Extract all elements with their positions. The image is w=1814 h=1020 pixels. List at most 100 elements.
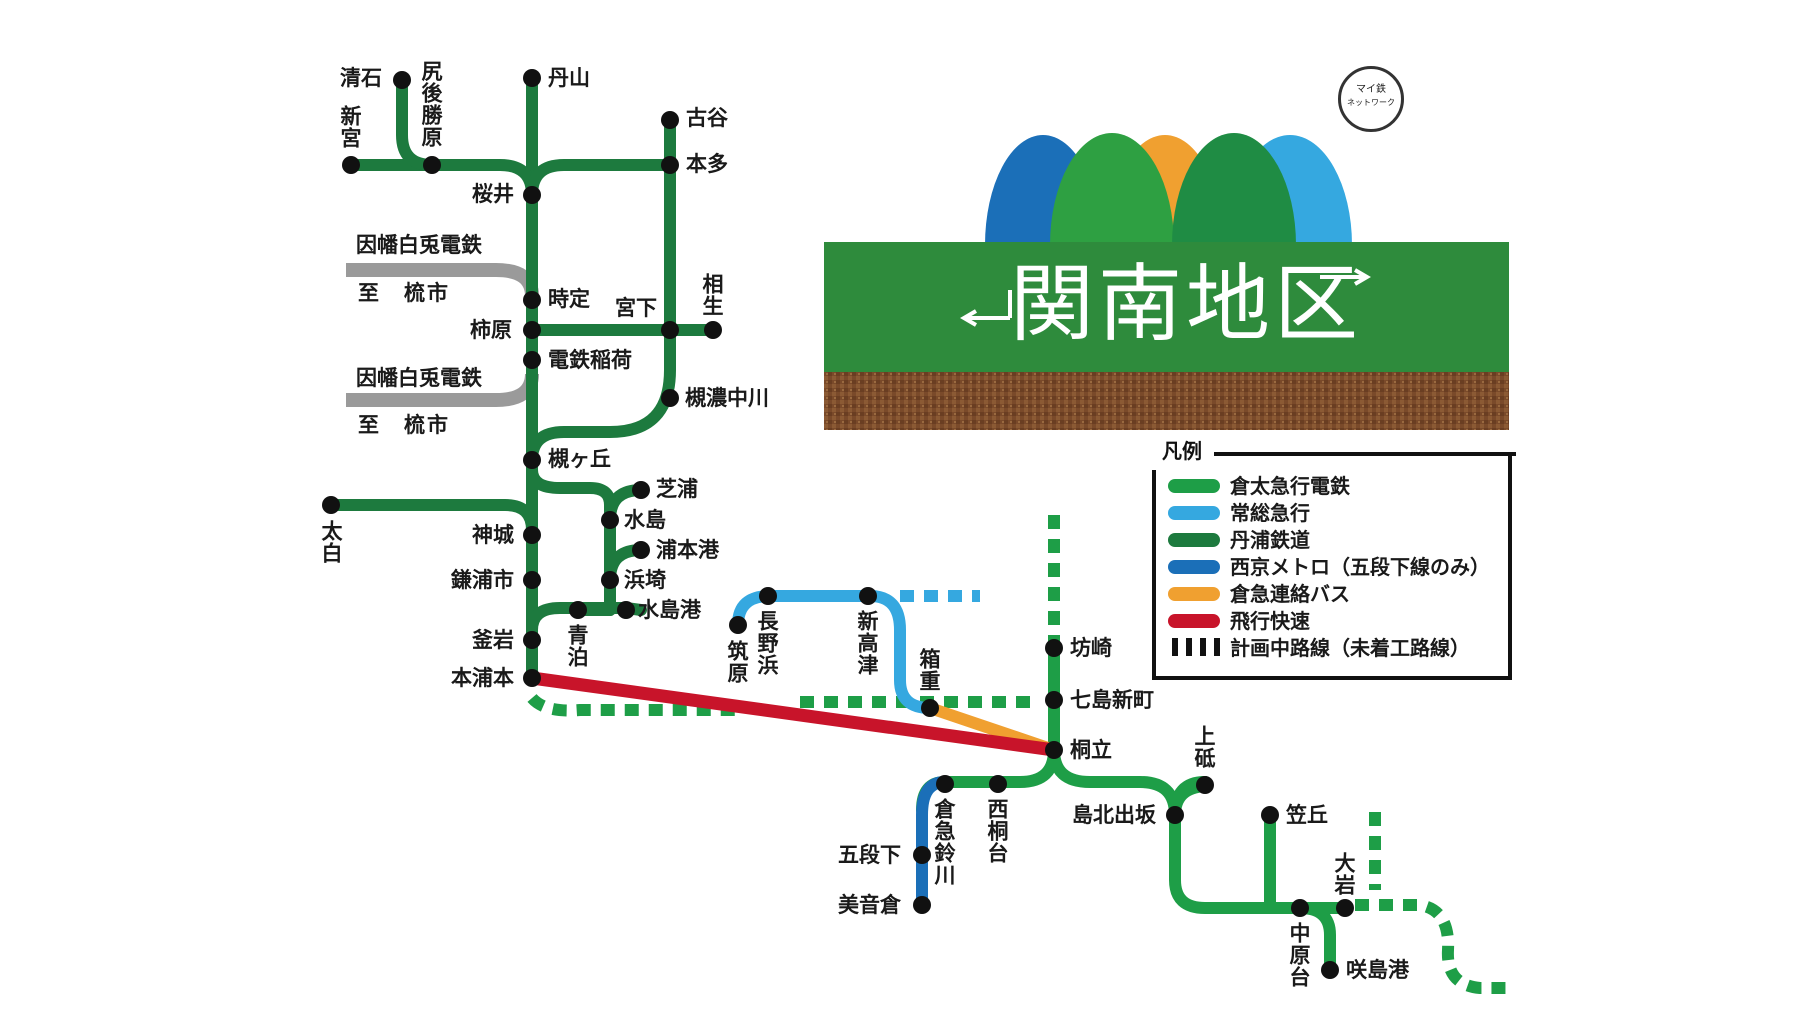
legend-frame — [1152, 454, 1512, 680]
legend-swatch — [1168, 533, 1220, 547]
station-label: 青泊 — [565, 624, 589, 668]
station-label: 桜井 — [472, 182, 514, 206]
legend-item: 飛行快速 — [1168, 609, 1488, 633]
station-label: 鎌浦市 — [451, 568, 514, 592]
station-kamauraichi[interactable] — [523, 571, 541, 589]
legend-item: 西京メトロ（五段下線のみ） — [1168, 555, 1490, 579]
station-chikuhara[interactable] — [729, 616, 747, 634]
station-aodomari[interactable] — [569, 601, 587, 619]
station-kiritate[interactable] — [1045, 741, 1063, 759]
station-mine-kura[interactable] — [913, 896, 931, 914]
line-joso — [732, 590, 936, 714]
station-label: 清石 — [340, 66, 382, 90]
station-label: 水島港 — [638, 598, 701, 622]
legend-swatch — [1168, 479, 1220, 493]
station-label: 上砥 — [1192, 725, 1216, 769]
legend-dash — [1200, 638, 1206, 656]
station-label: 神城 — [472, 523, 514, 547]
external-line-destination: 至 梳市 — [358, 281, 450, 305]
station-kiyoishi[interactable] — [393, 71, 411, 89]
legend-dash — [1172, 638, 1178, 656]
my-tetsu-logo: マイ鉄 ネットワーク — [1338, 66, 1404, 132]
station-label: 芝浦 — [656, 477, 698, 501]
station-uramotokou[interactable] — [632, 541, 650, 559]
station-uwato[interactable] — [1196, 776, 1214, 794]
station-furuya[interactable] — [661, 111, 679, 129]
station-label: 太白 — [319, 520, 343, 564]
station-label: 槻ヶ丘 — [548, 447, 611, 471]
station-toukita[interactable] — [1166, 806, 1184, 824]
legend-dash — [1186, 638, 1192, 656]
banner-green-field — [824, 242, 1509, 372]
station-nishikiridai[interactable] — [989, 775, 1007, 793]
station-kamaiwa[interactable] — [523, 631, 541, 649]
legend-label: 飛行快速 — [1230, 609, 1310, 633]
legend-label: 倉急連絡バス — [1230, 582, 1350, 606]
legend-swatch — [1168, 587, 1220, 601]
station-bouzaki[interactable] — [1045, 639, 1063, 657]
station-label: 島北出坂 — [1072, 803, 1156, 827]
banner-soil — [824, 372, 1509, 430]
legend-item: 丹浦鉄道 — [1168, 528, 1488, 552]
station-nakaharadai[interactable] — [1291, 899, 1309, 917]
station-kasaoka[interactable] — [1261, 806, 1279, 824]
station-sakurai[interactable] — [523, 186, 541, 204]
region-title: 関南地区 — [1010, 255, 1363, 353]
station-honda[interactable] — [661, 156, 679, 174]
station-nagano-hama[interactable] — [759, 587, 777, 605]
station-godanshita[interactable] — [913, 846, 931, 864]
station-kurakyu-suzukawa[interactable] — [936, 775, 954, 793]
station-hamazaki[interactable] — [601, 571, 619, 589]
station-tanzan[interactable] — [523, 69, 541, 87]
banner-arrows — [960, 268, 1371, 327]
station-label: 本浦本 — [451, 666, 514, 690]
line-rapid — [525, 671, 1061, 757]
station-label: 槻濃中川 — [685, 386, 769, 410]
legend-label: 西京メトロ（五段下線のみ） — [1230, 555, 1490, 579]
legend-item: 倉太急行電鉄 — [1168, 474, 1488, 498]
station-nanashima[interactable] — [1045, 691, 1063, 709]
station-kakihara[interactable] — [523, 321, 541, 339]
station-mizushima[interactable] — [601, 511, 619, 529]
station-shirigo[interactable] — [423, 156, 441, 174]
station-label: 相生 — [700, 273, 724, 317]
station-label: 美音倉 — [838, 893, 901, 917]
station-label: 五段下 — [838, 843, 901, 867]
station-label: 本多 — [686, 152, 728, 176]
station-shinmiya[interactable] — [342, 156, 360, 174]
station-label: 浜埼 — [624, 568, 666, 592]
legend-item: 常総急行 — [1168, 501, 1488, 525]
station-taihaku[interactable] — [322, 496, 340, 514]
station-tsukino-nakagawa[interactable] — [661, 389, 679, 407]
station-hakoshige[interactable] — [921, 699, 939, 717]
station-label: 桐立 — [1070, 738, 1112, 762]
station-mizushimakou[interactable] — [617, 601, 635, 619]
station-shibaura[interactable] — [632, 481, 650, 499]
station-label: 長野浜 — [755, 610, 779, 676]
station-miyashita[interactable] — [661, 321, 679, 339]
station-label: 柿原 — [470, 318, 512, 342]
station-sakishimakou[interactable] — [1321, 961, 1339, 979]
logo-line-2: ネットワーク — [1347, 98, 1395, 107]
station-jitei[interactable] — [523, 291, 541, 309]
legend-swatch — [1168, 560, 1220, 574]
station-honuramoto[interactable] — [523, 669, 541, 687]
external-line-destination: 至 梳市 — [358, 413, 450, 437]
station-shintakatsu[interactable] — [859, 587, 877, 605]
stations — [322, 69, 1354, 979]
station-jinjo[interactable] — [523, 526, 541, 544]
legend-dash — [1214, 638, 1220, 656]
station-dentetsu[interactable] — [523, 351, 541, 369]
legend-item: 倉急連絡バス — [1168, 582, 1488, 606]
station-label: 新高津 — [855, 610, 879, 676]
legend-label: 丹浦鉄道 — [1230, 528, 1310, 552]
station-label: 時定 — [548, 287, 590, 311]
legend-label: 倉太急行電鉄 — [1230, 474, 1350, 498]
station-label: 丹山 — [548, 66, 590, 90]
station-label: 古谷 — [686, 106, 728, 130]
station-aisei[interactable] — [704, 321, 722, 339]
station-label: 新宮 — [338, 105, 362, 149]
station-oiwa[interactable] — [1336, 899, 1354, 917]
station-tsukigaoka[interactable] — [523, 451, 541, 469]
